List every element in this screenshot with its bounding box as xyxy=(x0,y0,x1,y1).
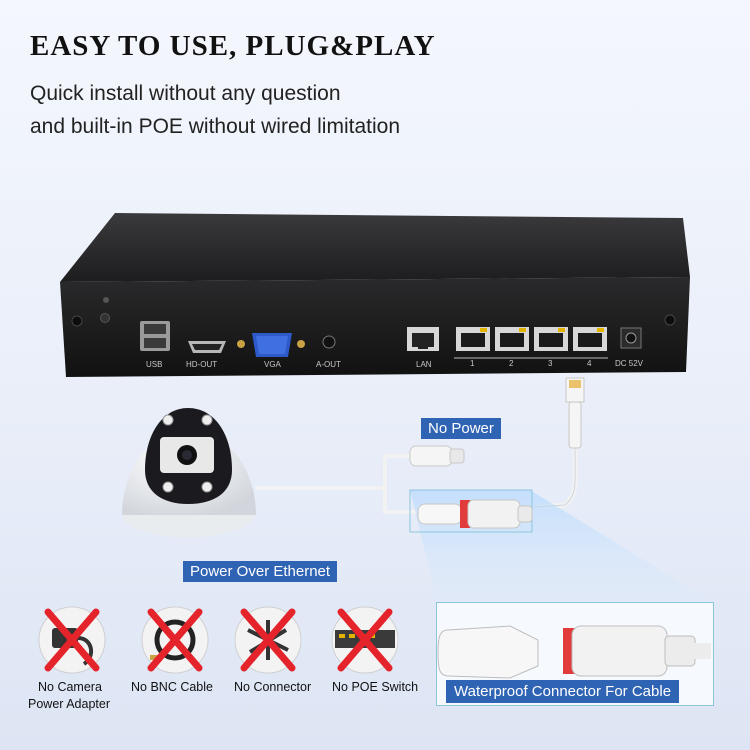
rj45-boot xyxy=(568,401,582,449)
dc-label: DC 52V xyxy=(615,359,644,368)
lan-label: LAN xyxy=(416,360,432,369)
poe-tag: Power Over Ethernet xyxy=(183,561,338,582)
ground-screw xyxy=(100,313,110,323)
lan-port-icon xyxy=(407,327,439,351)
waterproof-tag: Waterproof Connector For Cable xyxy=(446,680,680,703)
hdmi-port-icon xyxy=(188,341,226,353)
audio-out-jack-icon xyxy=(322,335,336,349)
hdout-label: HD-OUT xyxy=(186,360,217,369)
dc-power-jack-icon xyxy=(620,327,642,349)
screw-left xyxy=(71,315,83,327)
poe-1-label: 1 xyxy=(470,359,475,368)
poe-4-label: 4 xyxy=(587,359,592,368)
no-bnc-cable-icon xyxy=(141,606,209,674)
dc-power-connector-icon xyxy=(409,445,465,467)
vga-label: VGA xyxy=(264,360,282,369)
reset-hole xyxy=(103,297,109,303)
poe-2-label: 2 xyxy=(509,359,514,368)
nvr-top xyxy=(60,213,690,282)
poe-port-3-icon xyxy=(534,327,568,351)
nvr-recorder: USB HD-OUT VGA A-OUT LAN xyxy=(60,213,690,377)
no-item-4-label: No POE Switch xyxy=(332,680,419,694)
screw-right xyxy=(664,314,676,326)
no-item-3-label: No Connector xyxy=(234,680,312,694)
poe-port-1-icon xyxy=(456,327,490,351)
vga-port-icon xyxy=(237,333,305,357)
camera-lead-cable xyxy=(255,486,420,514)
dome-camera-icon xyxy=(122,408,256,537)
usb-label: USB xyxy=(146,360,162,369)
usb-port-icon xyxy=(140,321,170,351)
poe-port-2-icon xyxy=(495,327,529,351)
no-poe-switch-icon xyxy=(331,606,399,674)
poe-port-4-icon xyxy=(573,327,607,351)
waterproof-connector-small-icon xyxy=(417,499,533,529)
no-connector-icon xyxy=(234,606,302,674)
headline: EASY TO USE, PLUG&PLAY xyxy=(30,30,436,62)
poe-3-label: 3 xyxy=(548,359,553,368)
no-item-1-line2: Power Adapter xyxy=(28,697,110,711)
aout-label: A-OUT xyxy=(316,360,341,369)
no-power-adapter-icon xyxy=(38,606,106,674)
no-power-tag: No Power xyxy=(421,418,501,439)
no-item-2-label: No BNC Cable xyxy=(131,680,213,694)
subtitle-line-1: Quick install without any question xyxy=(30,82,341,105)
subtitle-line-2: and built-in POE without wired limitatio… xyxy=(30,115,401,138)
ethernet-cable xyxy=(534,377,585,510)
no-item-1-line1: No Camera xyxy=(38,680,102,694)
